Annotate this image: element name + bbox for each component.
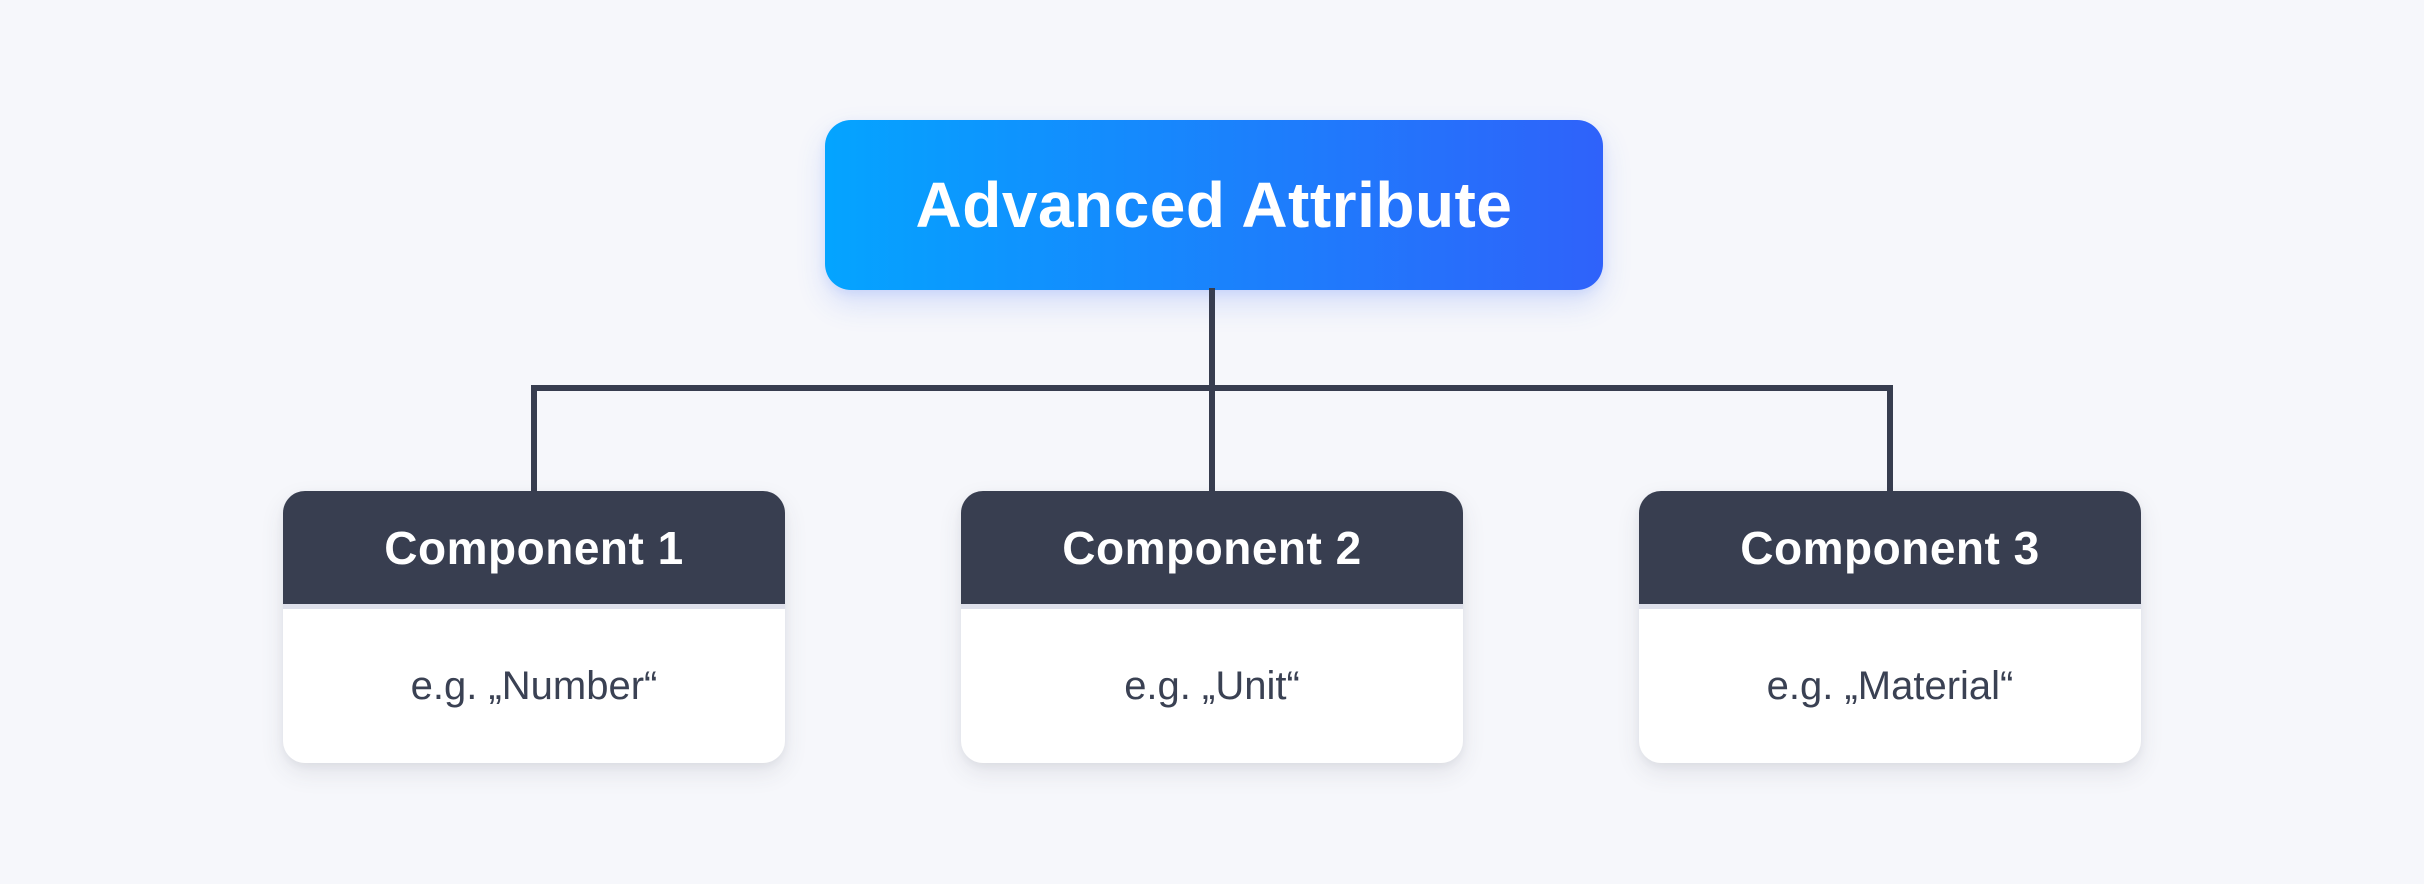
component-header: Component 1 (283, 491, 785, 609)
connector-trunk (1209, 288, 1215, 392)
component-header: Component 2 (961, 491, 1463, 609)
connector-drop-left (531, 385, 537, 496)
component-card-2: Component 2 e.g. „Unit“ (961, 491, 1463, 763)
component-header: Component 3 (1639, 491, 2141, 609)
component-body: e.g. „Unit“ (961, 609, 1463, 763)
root-node-label: Advanced Attribute (915, 169, 1513, 241)
component-card-1: Component 1 e.g. „Number“ (283, 491, 785, 763)
component-body: e.g. „Number“ (283, 609, 785, 763)
component-example: e.g. „Material“ (1766, 663, 2014, 708)
component-title: Component 3 (1740, 521, 2040, 574)
component-example: e.g. „Number“ (410, 663, 658, 708)
component-body: e.g. „Material“ (1639, 609, 2141, 763)
connector-drop-center (1209, 385, 1215, 496)
component-title: Component 1 (384, 521, 684, 574)
component-title: Component 2 (1062, 521, 1362, 574)
connector-drop-right (1887, 385, 1893, 496)
root-node-advanced-attribute: Advanced Attribute (825, 120, 1603, 290)
component-example: e.g. „Unit“ (1124, 663, 1300, 708)
component-card-3: Component 3 e.g. „Material“ (1639, 491, 2141, 763)
